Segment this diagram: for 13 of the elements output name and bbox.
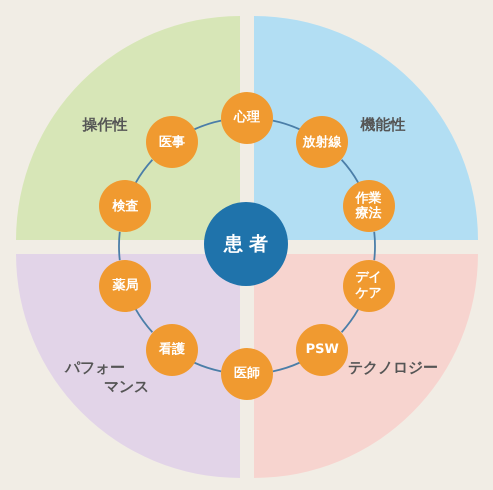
ring-connector bbox=[272, 120, 300, 130]
ring-connector bbox=[135, 308, 154, 333]
ring-connector bbox=[135, 159, 154, 184]
ring-connector bbox=[194, 120, 222, 130]
ring-connector bbox=[373, 232, 376, 260]
ring-connector bbox=[340, 308, 359, 333]
ring-connector bbox=[194, 362, 222, 372]
quadrant-label: 機能性 bbox=[360, 116, 406, 134]
ring-connector bbox=[340, 159, 359, 184]
ring-connector bbox=[272, 362, 300, 372]
quadrant-label: テクノロジー bbox=[348, 358, 438, 378]
ring-connector bbox=[118, 232, 121, 260]
quadrant-label: 操作性 bbox=[82, 116, 128, 134]
